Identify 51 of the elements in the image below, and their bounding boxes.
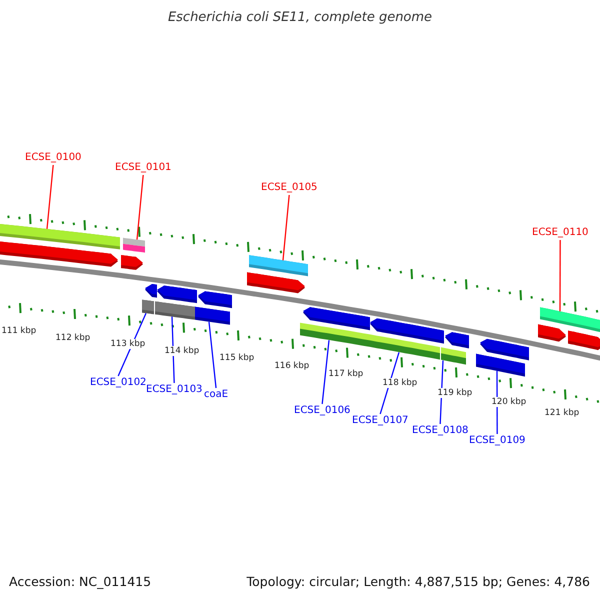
gene-bar <box>445 332 469 348</box>
gene-name: ECSE_0110 <box>532 227 588 239</box>
scale-label: 120 kbp <box>490 397 528 407</box>
gene-name: ECSE_0100 <box>25 152 82 164</box>
gene-bar <box>195 306 230 325</box>
gene-bar <box>538 324 566 342</box>
gene-bar <box>155 301 195 320</box>
gene-name: ECSE_0102 <box>90 377 146 389</box>
gene-name: ECSE_0106 <box>294 405 350 417</box>
scale-label: 114 kbp <box>164 346 200 356</box>
scale-label: 113 kbp <box>110 339 146 349</box>
scale-label: 115 kbp <box>218 353 256 363</box>
scale-label: 112 kbp <box>54 333 92 343</box>
title: Escherichia coli SE11, complete genome <box>166 10 434 25</box>
gene-bar <box>568 330 600 350</box>
gene-bar <box>157 286 197 304</box>
gene-name: ECSE_0101 <box>115 162 172 174</box>
leader-line <box>208 322 217 388</box>
leader-line <box>282 194 290 260</box>
gene-bar <box>370 318 444 344</box>
gene-bar <box>123 238 145 253</box>
gene-name: ECSE_0108 <box>412 425 468 437</box>
gene-bar <box>121 255 143 270</box>
gene-bar <box>300 322 370 347</box>
footer-text: Accession: NC_011415 <box>9 574 152 589</box>
gene-bar <box>249 255 308 276</box>
gene-name: ECSE_0103 <box>146 384 202 396</box>
gene-bar <box>198 291 232 308</box>
gene-bar <box>247 272 305 294</box>
gene-bar <box>480 338 529 360</box>
scale-label: 111 kbp <box>0 326 38 336</box>
gene-name: coaE <box>204 389 228 401</box>
gene-bar <box>0 241 118 267</box>
gene-name: ECSE_0107 <box>352 415 408 427</box>
gene-bar <box>441 347 466 365</box>
scale-label: 116 kbp <box>274 361 310 371</box>
gene-bar <box>145 284 157 298</box>
scale-label: 118 kbp <box>382 378 418 388</box>
gene-bar <box>142 300 154 314</box>
scale-label: 119 kbp <box>436 388 474 398</box>
leader-line <box>322 340 330 404</box>
gene-bar <box>303 307 370 330</box>
scale-label: 117 kbp <box>328 369 364 379</box>
gene-bar <box>370 334 440 360</box>
gene-name: ECSE_0105 <box>261 182 318 194</box>
footer-text: Topology: circular; Length: 4,887,515 bp; Genes: 4,786 <box>246 574 590 589</box>
gene-name: ECSE_0109 <box>469 435 526 447</box>
leader-line <box>559 240 561 312</box>
scale-label: 121 kbp <box>544 408 580 418</box>
leader-line <box>46 164 54 229</box>
leader-line <box>136 174 144 240</box>
